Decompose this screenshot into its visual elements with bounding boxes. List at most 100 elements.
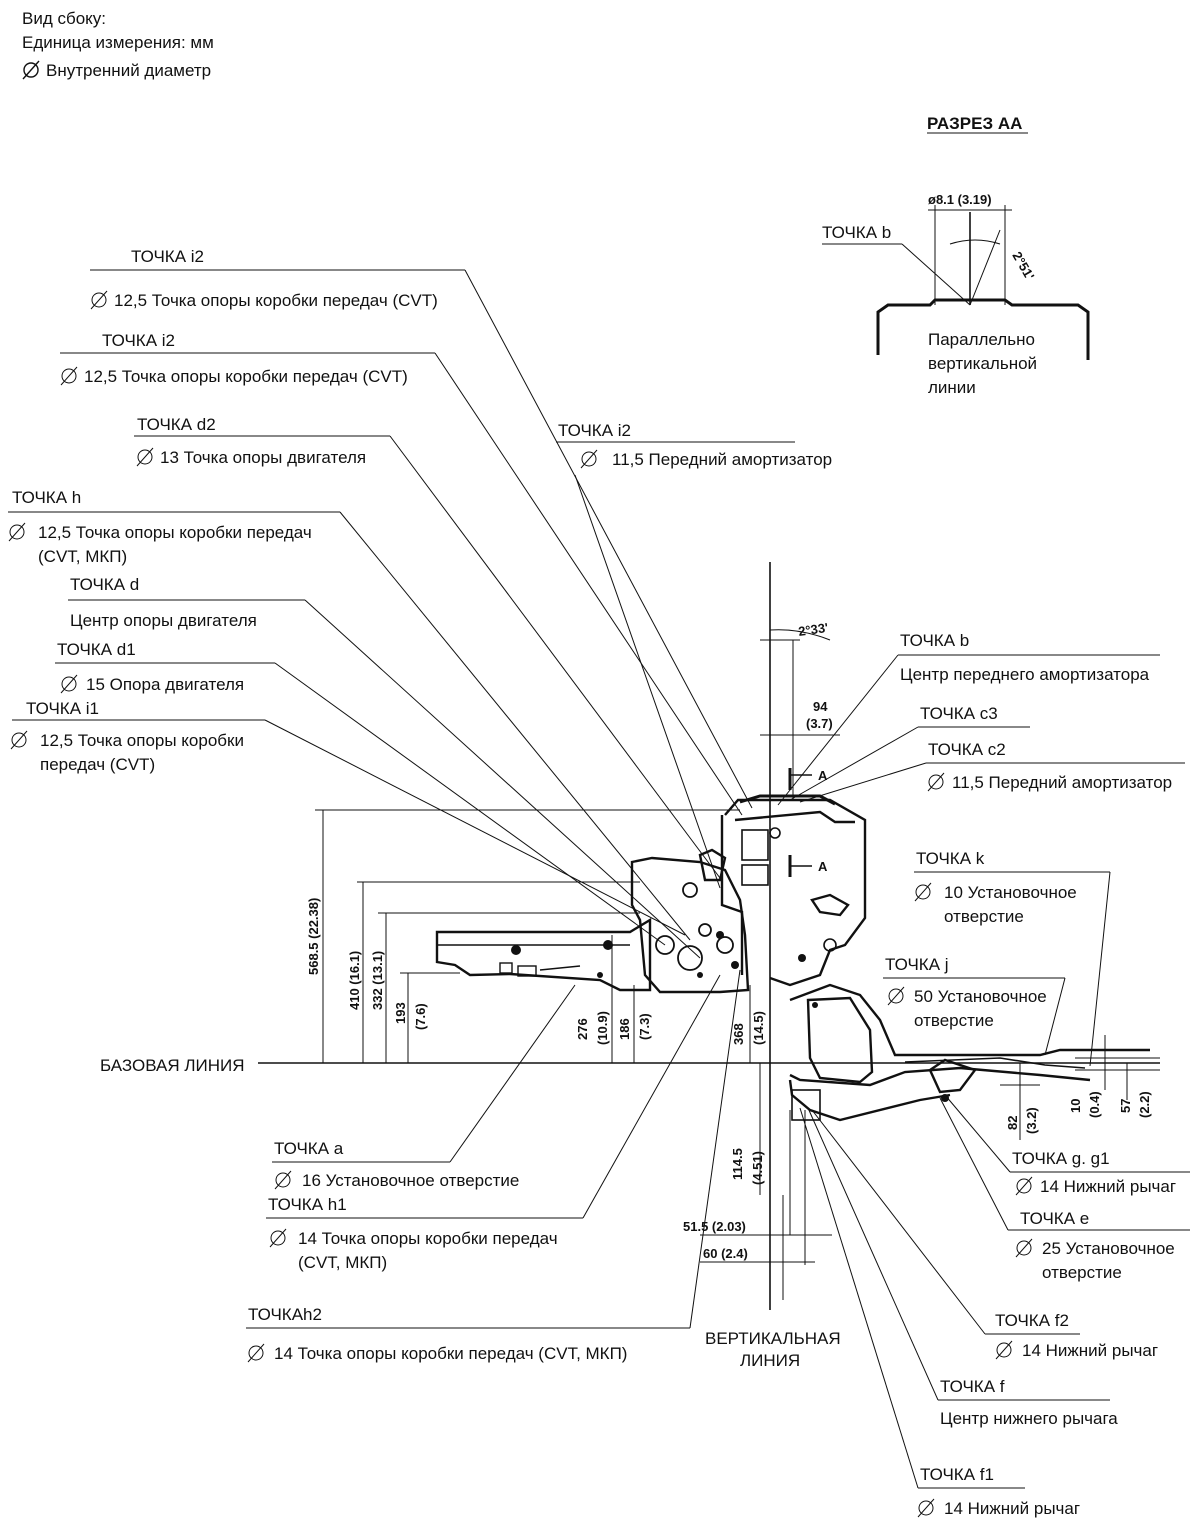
callout-f2-desc: 14 Нижний рычаг	[1022, 1341, 1158, 1360]
dim-57: 57	[1118, 1099, 1133, 1113]
callout-c3-title: ТОЧКА c3	[920, 704, 998, 723]
legend-units: Единица измерения: мм	[22, 33, 214, 52]
section-note-2: вертикальной	[928, 354, 1037, 373]
callout-a-title: ТОЧКА a	[274, 1139, 344, 1158]
dim-186: 186	[617, 1018, 632, 1040]
dim-276-in: (10.9)	[595, 1011, 610, 1045]
legend-diameter: Внутренний диаметр	[46, 61, 211, 80]
dim-94: 94	[813, 699, 828, 714]
callout-e-title: ТОЧКА e	[1020, 1209, 1089, 1228]
dim-82: 82	[1005, 1116, 1020, 1130]
callout-k-title: ТОЧКА k	[916, 849, 985, 868]
callout-d2-title: ТОЧКА d2	[137, 415, 216, 434]
diameter-icon	[10, 730, 28, 750]
section-marker-a-top: A	[818, 768, 828, 783]
callout-g-desc: 14 Нижний рычаг	[1040, 1177, 1176, 1196]
baseline-label: БАЗОВАЯ ЛИНИЯ	[100, 1056, 245, 1075]
dim-186-in: (7.3)	[637, 1013, 652, 1040]
dim-332: 332 (13.1)	[370, 951, 385, 1010]
dim-60: 60 (2.4)	[703, 1246, 748, 1261]
dim-94-in: (3.7)	[806, 716, 833, 731]
callout-c2-desc: 11,5 Передний амортизатор	[952, 773, 1172, 792]
callout-j-desc2: отверстие	[914, 1011, 994, 1030]
diameter-icon	[269, 1228, 287, 1248]
callout-i2-second-title: ТОЧКА i2	[102, 331, 175, 350]
callout-h1-desc2: (CVT, МКП)	[298, 1253, 387, 1272]
dim-angle-top: 2°33'	[797, 620, 829, 639]
section-dim: ø8.1 (3.19)	[928, 192, 992, 207]
callout-h2-desc: 14 Точка опоры коробки передач (CVT, МКП…	[274, 1344, 627, 1363]
callout-i1-desc1: 12,5 Точка опоры коробки	[40, 731, 244, 750]
diameter-icon	[927, 772, 945, 792]
callout-h2-title: ТОЧКАh2	[248, 1305, 322, 1324]
callout-h-desc1: 12,5 Точка опоры коробки передач	[38, 523, 312, 542]
section-point-b: ТОЧКА b	[822, 223, 891, 242]
callout-e-desc1: 25 Установочное	[1042, 1239, 1175, 1258]
dim-410: 410 (16.1)	[347, 951, 362, 1010]
callout-i2-shock-desc: 11,5 Передний амортизатор	[612, 450, 832, 469]
callout-f-title: ТОЧКА f	[940, 1377, 1005, 1396]
callout-e-desc2: отверстие	[1042, 1263, 1122, 1282]
section-note-3: линии	[928, 378, 976, 397]
legend-view: Вид сбоку:	[22, 9, 106, 28]
diameter-icon	[914, 882, 932, 902]
callout-j-desc1: 50 Установочное	[914, 987, 1047, 1006]
callout-k-desc2: отверстие	[944, 907, 1024, 926]
callout-f2-title: ТОЧКА f2	[995, 1311, 1069, 1330]
callout-d2-desc: 13 Точка опоры двигателя	[160, 448, 366, 467]
dim-51-5: 51.5 (2.03)	[683, 1219, 746, 1234]
dim-368: 368	[731, 1023, 746, 1045]
diameter-icon	[917, 1498, 935, 1518]
dim-114-in: (4.51)	[750, 1151, 765, 1185]
callout-i2-top-title: ТОЧКА i2	[131, 247, 204, 266]
section-note-1: Параллельно	[928, 330, 1035, 349]
callout-h-title: ТОЧКА h	[12, 488, 81, 507]
diameter-icon	[8, 522, 26, 542]
callout-f-desc: Центр нижнего рычага	[940, 1409, 1118, 1428]
section-angle: 2°51'	[1009, 249, 1037, 282]
callout-b-desc: Центр переднего амортизатора	[900, 665, 1150, 684]
dim-10-in: (0.4)	[1087, 1091, 1102, 1118]
diameter-icon	[274, 1170, 292, 1190]
leader-lines	[264, 269, 1111, 1489]
dim-82-in: (3.2)	[1024, 1107, 1039, 1134]
diameter-icon	[136, 447, 154, 467]
diameter-icon	[887, 986, 905, 1006]
callout-k-desc1: 10 Установочное	[944, 883, 1077, 902]
callout-d1-title: ТОЧКА d1	[57, 640, 136, 659]
callout-h1-desc1: 14 Точка опоры коробки передач	[298, 1229, 558, 1248]
dim-114: 114.5	[730, 1148, 745, 1180]
callout-b-title: ТОЧКА b	[900, 631, 969, 650]
callout-i1-desc2: передач (CVT)	[40, 755, 155, 774]
dim-276: 276	[575, 1018, 590, 1040]
dim-568: 568.5 (22.38)	[306, 898, 321, 975]
diameter-icon	[1015, 1238, 1033, 1258]
section-marker-a-bottom: A	[818, 859, 828, 874]
callout-h1-title: ТОЧКА h1	[268, 1195, 347, 1214]
dimension-lines	[315, 629, 1160, 1300]
dim-368-in: (14.5)	[751, 1011, 766, 1045]
callout-h-desc2: (CVT, МКП)	[38, 547, 127, 566]
callout-d1-desc: 15 Опора двигателя	[86, 675, 244, 694]
diameter-icon	[580, 449, 598, 469]
callout-i1-title: ТОЧКА i1	[26, 699, 99, 718]
callout-a-desc: 16 Установочное отверстие	[302, 1171, 519, 1190]
callout-c2-title: ТОЧКА c2	[928, 740, 1006, 759]
diameter-icon	[22, 60, 40, 80]
vertical-line-label-1: ВЕРТИКАЛЬНАЯ	[705, 1329, 841, 1348]
diameter-icon	[995, 1340, 1013, 1360]
dim-193-in: (7.6)	[413, 1003, 428, 1030]
dim-57-in: (2.2)	[1137, 1091, 1152, 1118]
section-title: РАЗРЕЗ АА	[927, 114, 1022, 133]
callout-i2-second-desc: 12,5 Точка опоры коробки передач (CVT)	[84, 367, 408, 386]
diameter-icon	[1015, 1176, 1033, 1196]
vertical-line-label-2: ЛИНИЯ	[740, 1351, 800, 1370]
callout-i2-shock-title: ТОЧКА i2	[558, 421, 631, 440]
callout-i2-top-desc: 12,5 Точка опоры коробки передач (CVT)	[114, 291, 438, 310]
diameter-icon	[60, 366, 78, 386]
callout-g-title: ТОЧКА g. g1	[1012, 1149, 1110, 1168]
front-frame-structure	[435, 794, 1150, 1122]
dim-193: 193	[393, 1002, 408, 1024]
dim-10: 10	[1068, 1099, 1083, 1113]
